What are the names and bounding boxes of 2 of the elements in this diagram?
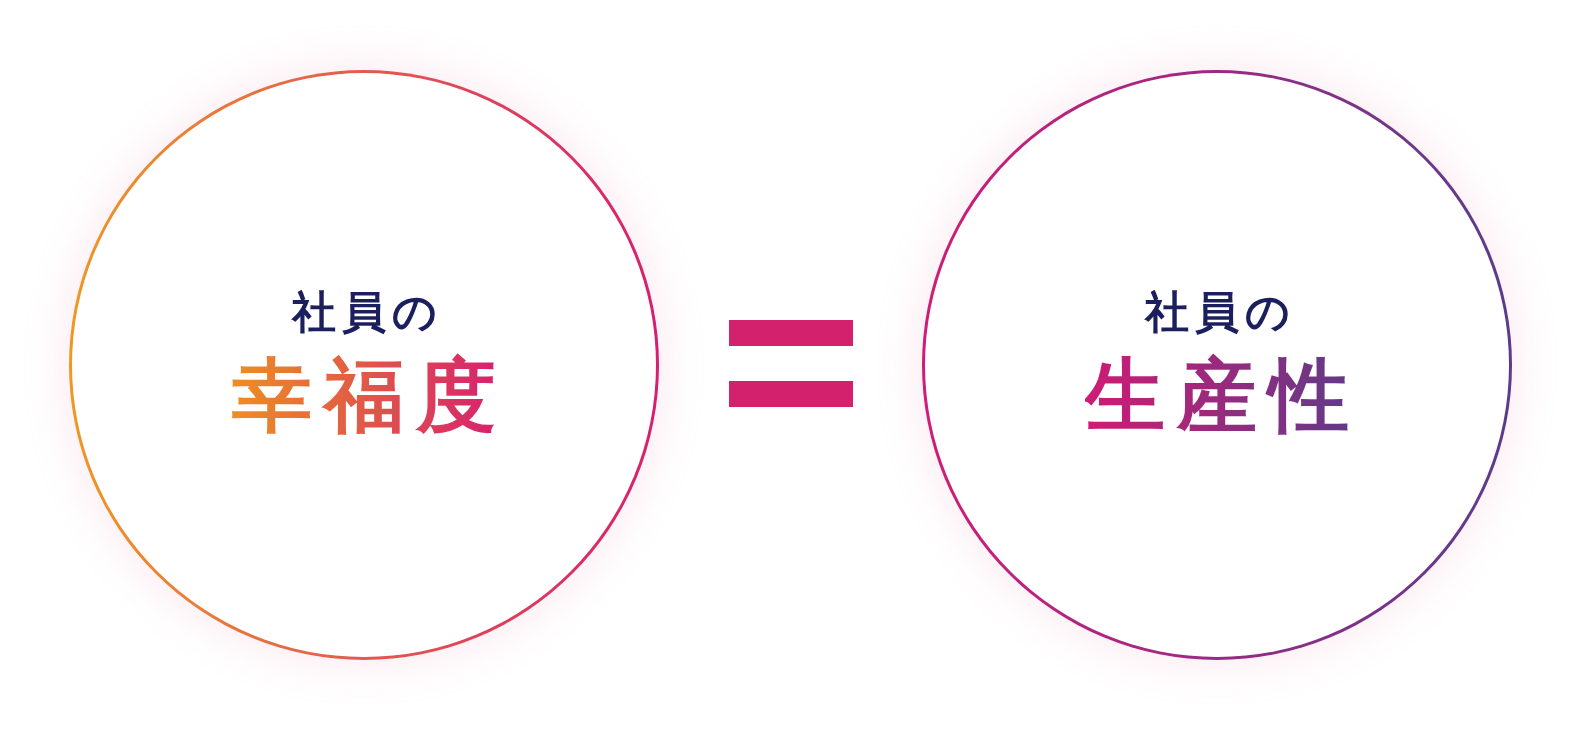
small-heading: 社員の (1144, 287, 1296, 337)
small-heading: 社員の (291, 287, 443, 337)
